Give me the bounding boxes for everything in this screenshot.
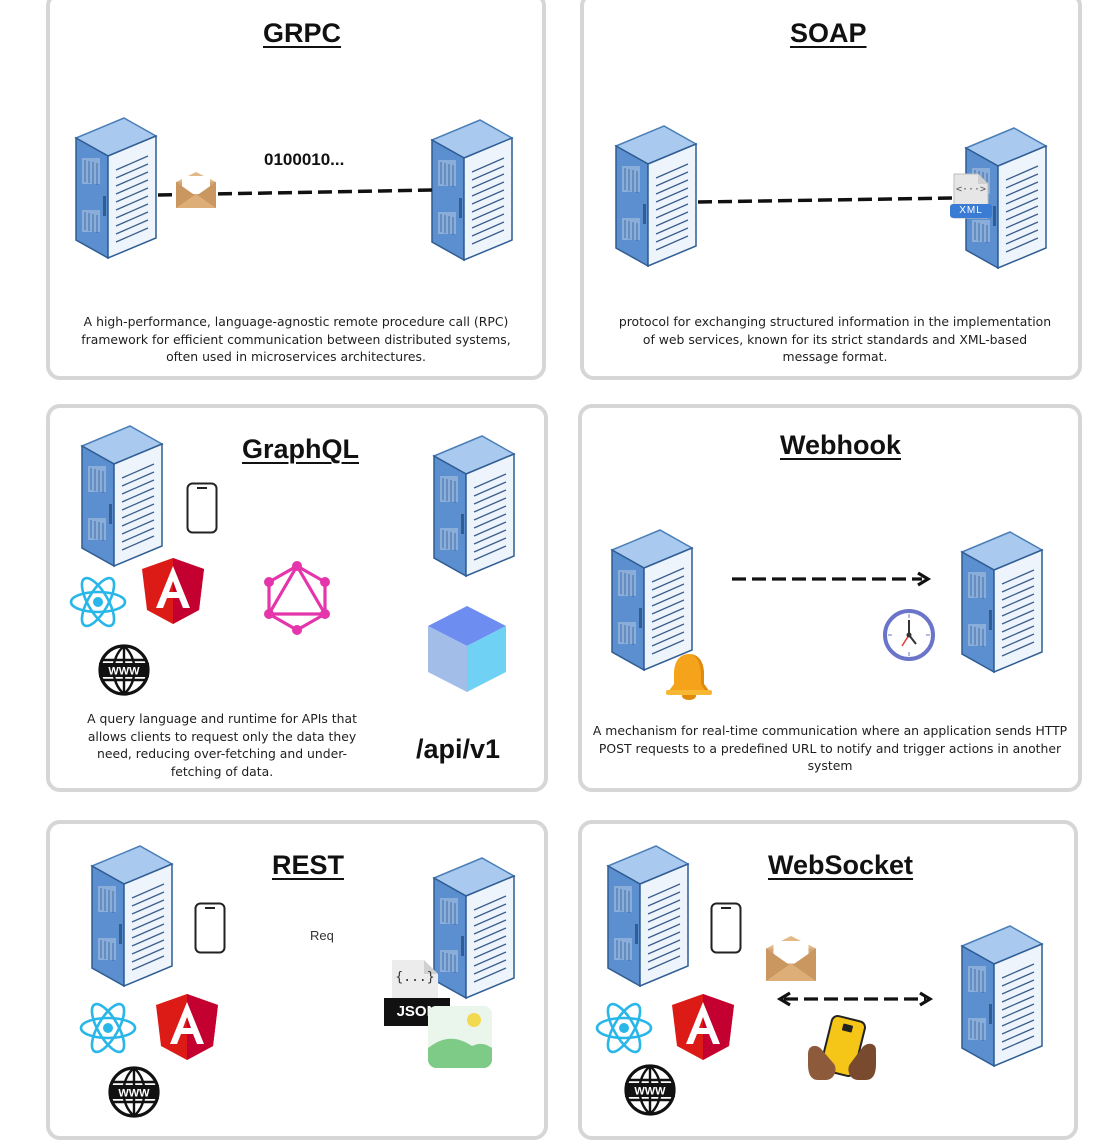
rest-panel: REST Req {...} JSON [46,820,548,1140]
angular-logo-icon [142,558,204,624]
react-logo-icon [69,572,127,632]
bidirectional-arrow [776,991,934,1007]
panel-title: Webhook [780,430,901,460]
envelope-icon [176,172,216,208]
react-logo-icon [79,998,137,1058]
smartphone-icon [710,902,742,954]
panel-title: SOAP [790,18,867,48]
panel-description: A mechanism for real-time communication … [592,723,1068,773]
www-globe-icon [107,1066,161,1118]
hands-holding-phone-icon [808,1014,876,1080]
server-icon [81,425,163,567]
cube-icon [428,606,506,692]
connection-line [697,196,955,204]
panel-description: protocol for exchanging structured infor… [618,314,1052,364]
json-code: {...} [395,970,435,985]
panel-description: A query language and runtime for APIs th… [87,711,357,779]
react-logo-icon [595,998,653,1058]
server-icon [615,125,697,267]
api-endpoint-label: /api/v1 [416,734,501,764]
panel-description: A high-performance, language-agnostic re… [81,314,511,364]
panel-title: GraphQL [242,434,360,464]
server-icon [961,925,1043,1067]
soap-panel: SOAP <···> XML protocol for exchanging s… [580,0,1082,380]
xml-code: <···> [955,184,987,195]
www-globe-icon [623,1064,677,1116]
bell-icon [666,654,712,700]
websocket-panel: WebSocket [578,820,1078,1140]
envelope-icon [766,936,816,981]
request-label: Req [310,928,334,943]
image-icon [428,1006,492,1068]
server-icon [431,119,513,261]
server-icon [433,435,515,577]
server-icon [611,529,693,671]
json-label: JSON [396,1003,438,1020]
arrow-right [732,571,932,587]
www-globe-icon [97,644,151,696]
grpc-panel: GRPC 0100010... A high-performance, lang… [46,0,546,380]
binary-data-label: 0100010... [264,150,345,169]
xml-label: XML [959,205,983,216]
angular-logo-icon [672,994,734,1060]
graphql-logo-icon [264,561,330,635]
server-icon [75,117,157,259]
server-icon [961,531,1043,673]
panel-title: WebSocket [768,850,914,880]
angular-logo-icon [156,994,218,1060]
smartphone-icon [186,482,218,534]
panel-title: REST [272,850,345,880]
server-icon [91,845,173,987]
server-icon [607,845,689,987]
clock-icon [883,609,935,661]
panel-title: GRPC [263,18,342,48]
graphql-panel: GraphQL /api/v1 A query language and run… [46,404,548,792]
smartphone-icon [194,902,226,954]
xml-file-icon: <···> XML [950,172,992,224]
webhook-panel: Webhook A mechanism for real-time commun… [578,404,1082,792]
